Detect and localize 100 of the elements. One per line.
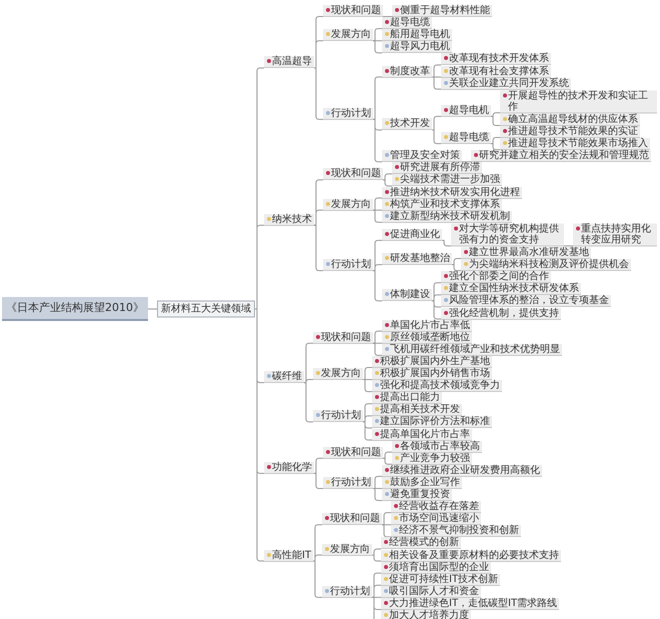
branch-line (314, 210, 324, 226)
topic-label: 强化经营机制，提供支持 (441, 308, 561, 320)
branch-line (490, 137, 500, 144)
topic-label: 研究并建立相关的安全法规和管理规范 (471, 150, 651, 162)
topic-label: 发展方向 (323, 29, 373, 42)
branch-line (362, 366, 372, 380)
topic-label: 经营模式的创新 (381, 537, 461, 550)
topic-label: 须培育出国际型的企业 (381, 562, 491, 574)
branch-line (362, 379, 372, 392)
branch-line (372, 118, 382, 162)
topic-label: 现状和问题 (313, 332, 373, 344)
branch-line (432, 64, 442, 78)
topic-label: 原丝领域垄断地位 (382, 332, 472, 344)
topic-label: 高性能IT (264, 550, 314, 562)
topic-label: 发展方向 (313, 368, 363, 380)
branch-line (254, 224, 264, 310)
topic-label: 尖端技术需进一步加强 (392, 174, 502, 186)
topic-label: 现状和问题 (323, 5, 383, 18)
topic-label: 超导风力电机 (382, 41, 452, 54)
topic-label: 产业竞争力较强 (392, 452, 472, 465)
topic-label: 对大学等研究机构提供强有力的资金支持 (451, 223, 564, 246)
topic-label: 建立全国性纳米技术研发体系 (441, 283, 581, 296)
topic-label: 继续推进政府企业研发费用高额化 (382, 464, 542, 477)
branch-line (382, 179, 392, 186)
branch-line (382, 458, 392, 465)
topic-label: 积极扩展国内外生产基地 (372, 356, 492, 368)
branch-line (442, 240, 452, 246)
topic-label: 新材料五大关键领域 (157, 300, 255, 318)
topic-label: 飞机用碳纤维领域产业和技术优势明显 (382, 344, 562, 356)
branch-line (372, 342, 382, 356)
topic-label: 推进超导技术节能效果市场推入 (500, 138, 650, 150)
topic-label: 高温超导 (264, 56, 314, 68)
branch-line (372, 554, 382, 562)
topic-label: 构筑产业和技术支撑体系 (382, 198, 502, 211)
topic-label: 重点扶持实用化转变应用研究 (573, 223, 657, 246)
branch-line (564, 245, 574, 246)
topic-label: 超导电缆 (441, 132, 491, 144)
branch-line (490, 116, 500, 126)
topic-label: 各领域市占率较高 (392, 440, 482, 453)
branch-line (372, 210, 382, 223)
branch-line (432, 294, 442, 302)
branch-line (382, 16, 392, 18)
topic-label: 行动计划 (313, 410, 363, 422)
branch-line (382, 524, 392, 538)
branch-line (148, 308, 158, 310)
topic-label: 为尖端纳米科技检测及评价提供机会 (461, 259, 631, 272)
topic-label: 强化个部委之间的合作 (441, 271, 551, 284)
topic-label: 开展超导性的技术开发和实证工作 (500, 90, 657, 114)
branch-line (382, 173, 392, 180)
branch-line (304, 342, 314, 384)
branch-line (432, 300, 442, 320)
topic-label: 相关设备及重要原材料的必要技术支持 (381, 550, 561, 562)
topic-label: 促进可持续性IT技术创新 (381, 574, 500, 586)
topic-label: 大力推进绿色IT，走低碳型IT需求路线 (381, 598, 560, 610)
topic-label: 制度改革 (382, 66, 432, 78)
topic-label: 促进商业化 (382, 228, 442, 241)
topic-label: 经济不景气抑制投资和创新 (391, 525, 521, 538)
branch-line (254, 308, 264, 562)
topic-label: 行动计划 (322, 586, 372, 598)
topic-label: 建立世界最高水准研发基地 (461, 247, 591, 260)
topic-label: 超导电缆 (382, 17, 432, 30)
topic-label: 风险管理体系的整治，设立专项基金 (441, 295, 611, 308)
branch-line (432, 76, 442, 90)
branch-line (314, 458, 324, 474)
topic-label: 提高相关技术开发 (372, 404, 462, 416)
branch-line (304, 382, 314, 422)
topic-label: 现状和问题 (323, 168, 383, 180)
branch-line (314, 224, 324, 272)
topic-label: 推进超导技术节能效果的实证 (500, 126, 640, 138)
topic-label: 行动计划 (323, 108, 373, 120)
topic-label: 发展方向 (323, 198, 373, 211)
branch-line (372, 584, 382, 598)
root-topic: 《日本产业结构展望2010》 (2, 297, 148, 321)
topic-label: 避免重复投资 (382, 489, 452, 502)
branch-line (372, 264, 382, 272)
topic-label: 现状和问题 (323, 446, 383, 459)
branch-line (314, 67, 324, 120)
topic-label: 改革现有技术开发体系 (441, 53, 551, 66)
topic-label: 管理及安全对策 (382, 150, 462, 162)
topic-label: 行动计划 (323, 476, 373, 489)
topic-label: 市场空间迅速缩小 (391, 513, 481, 526)
topic-label: 建立新型纳米技术研发机制 (382, 210, 512, 223)
branch-line (372, 76, 382, 120)
branch-line (372, 40, 382, 54)
branch-line (382, 452, 392, 459)
topic-label: 超导电机 (441, 104, 491, 117)
topic-label: 推进纳米技术研发实用化进程 (382, 186, 522, 199)
topic-label: 关联企业建立共同开发系统 (441, 78, 571, 90)
topic-label: 单国化片市占率低 (382, 320, 472, 332)
topic-label: 研究进展有所停滞 (392, 162, 482, 174)
topic-label: 发展方向 (322, 544, 372, 556)
topic-label: 体制建设 (382, 289, 432, 302)
topic-label: 研发基地整治 (382, 253, 452, 266)
branch-line (382, 512, 392, 526)
branch-line (490, 112, 500, 117)
branch-line (490, 143, 500, 150)
topic-label: 强化和提高技术领域竞争力 (372, 380, 502, 392)
branch-line (314, 472, 324, 489)
branch-line (312, 554, 322, 562)
branch-line (304, 379, 314, 384)
